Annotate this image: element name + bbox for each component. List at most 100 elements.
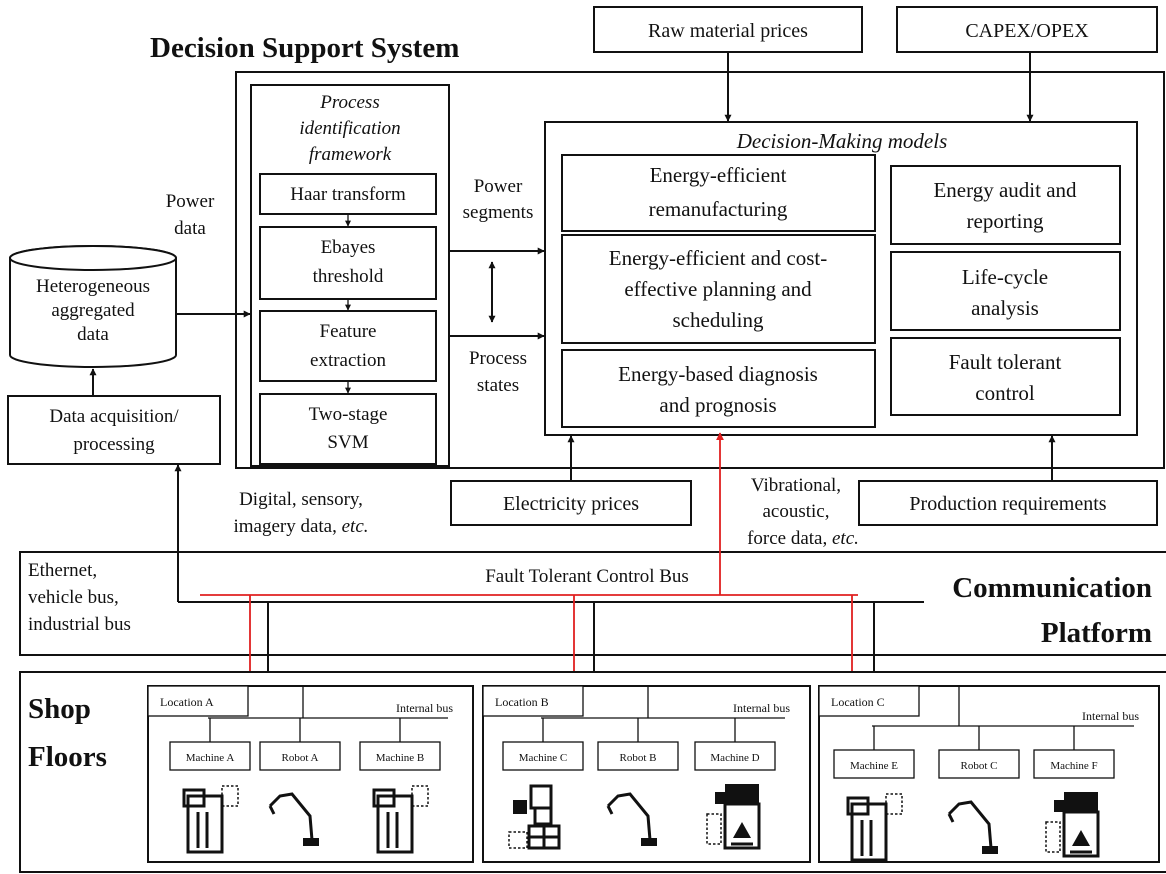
capex-box [896, 6, 1158, 53]
shop-title-1: Shop [28, 693, 91, 725]
pif-title-2: identification [299, 118, 400, 139]
shop-title-2: Floors [28, 741, 107, 773]
ftc-bus-label: Fault Tolerant Control Bus [485, 566, 689, 587]
svm-label-1: Two-stage [309, 404, 388, 425]
device-label-box [169, 741, 251, 771]
dm-planning-1: Energy-efficient and cost- [609, 246, 827, 270]
internal-bus-label: Internal bus [1082, 709, 1139, 723]
dm-ftc-box [890, 337, 1121, 416]
internal-bus-label: Internal bus [396, 701, 453, 715]
dm-diagnosis-2: and prognosis [659, 393, 776, 417]
machine-icon [508, 784, 561, 850]
database-label-2: aggregated [51, 300, 135, 321]
pif-title-1: Process [319, 92, 379, 113]
device-label-box [1033, 749, 1115, 779]
device-label-box [694, 741, 776, 771]
digital-data-2a: imagery data, [233, 516, 341, 537]
location-name-box [818, 685, 920, 717]
dm-ftc-2: control [975, 381, 1035, 405]
vibrational-etc: etc. [832, 528, 859, 549]
database-label-1: Heterogeneous [36, 276, 150, 297]
ebayes-label-2: threshold [313, 266, 384, 287]
production-box [858, 480, 1158, 526]
location-name: Location B [495, 695, 549, 709]
digital-data-2: imagery data, etc. [233, 516, 368, 537]
dm-title: Decision-Making models [736, 129, 948, 153]
location-name-box [482, 685, 584, 717]
device-label-box [833, 749, 915, 779]
dm-audit-box [890, 165, 1121, 245]
production-label: Production requirements [909, 493, 1106, 515]
vibrational-1: Vibrational, [751, 475, 841, 496]
raw-material-label: Raw material prices [648, 20, 808, 42]
vibrational-2: acoustic, [762, 501, 829, 522]
dm-diagnosis-box [561, 349, 876, 428]
device-label-box [502, 741, 584, 771]
internal-bus-label: Internal bus [733, 701, 790, 715]
haar-label: Haar transform [290, 184, 406, 205]
device-label-box [938, 749, 1020, 779]
electricity-label: Electricity prices [503, 493, 639, 515]
comm-title-2: Platform [1041, 617, 1152, 649]
power-segments-1: Power [474, 176, 523, 197]
dss-title: Decision Support System [150, 32, 459, 64]
device-label: Robot B [620, 752, 657, 764]
dm-lca-box [890, 251, 1121, 331]
dm-planning-3: scheduling [673, 308, 764, 332]
electricity-box [450, 480, 692, 526]
machine-icon [1045, 792, 1100, 858]
dm-planning-2: effective planning and [624, 277, 812, 301]
ebayes-label-1: Ebayes [321, 237, 376, 258]
location-name: Location C [831, 695, 885, 709]
database-label-3: data [77, 324, 109, 345]
svm-box [259, 393, 437, 465]
device-label: Machine A [186, 752, 235, 764]
ebayes-box [259, 226, 437, 300]
svm-label-2: SVM [327, 432, 368, 453]
device-label: Machine F [1050, 760, 1097, 772]
device-label-box [259, 741, 341, 771]
process-states-2: states [477, 375, 519, 396]
acquisition-label-1: Data acquisition/ [49, 406, 179, 427]
device-label: Machine D [710, 752, 759, 764]
power-data-1: Power [166, 191, 215, 212]
bus-types-3: industrial bus [28, 614, 131, 635]
robot-arm-icon [947, 800, 998, 854]
process-states-1: Process [469, 348, 527, 369]
dm-audit-2: reporting [967, 209, 1044, 233]
robot-arm-icon [268, 792, 319, 846]
machine-icon [706, 784, 761, 850]
comm-title-1: Communication [952, 572, 1152, 604]
vibrational-3a: force data, [747, 528, 832, 549]
raw-material-box [593, 6, 863, 53]
bus-types-2: vehicle bus, [28, 587, 119, 608]
dm-audit-1: Energy audit and [933, 178, 1077, 202]
feature-label-2: extraction [310, 350, 386, 371]
vibrational-3: force data, etc. [747, 528, 859, 549]
robot-arm-icon [606, 792, 657, 846]
location-name: Location A [160, 695, 214, 709]
dm-remanufacturing-1: Energy-efficient [650, 163, 787, 187]
device-label: Machine B [376, 752, 425, 764]
dm-ftc-1: Fault tolerant [949, 350, 1062, 374]
device-label-box [597, 741, 679, 771]
digital-data-1: Digital, sensory, [239, 489, 363, 510]
device-label: Machine E [850, 760, 898, 772]
device-label: Robot C [961, 760, 998, 772]
acquisition-box [7, 395, 221, 465]
machine-icon [846, 793, 903, 862]
dm-lca-1: Life-cycle [962, 265, 1048, 289]
power-segments-2: segments [463, 202, 534, 223]
feature-label-1: Feature [320, 321, 377, 342]
pif-title-3: framework [309, 144, 392, 165]
acquisition-label-2: processing [73, 434, 155, 455]
bus-types-1: Ethernet, [28, 560, 97, 581]
location-name-box [147, 685, 249, 717]
dm-remanufacturing-2: remanufacturing [649, 197, 788, 221]
dm-lca-2: analysis [971, 296, 1039, 320]
